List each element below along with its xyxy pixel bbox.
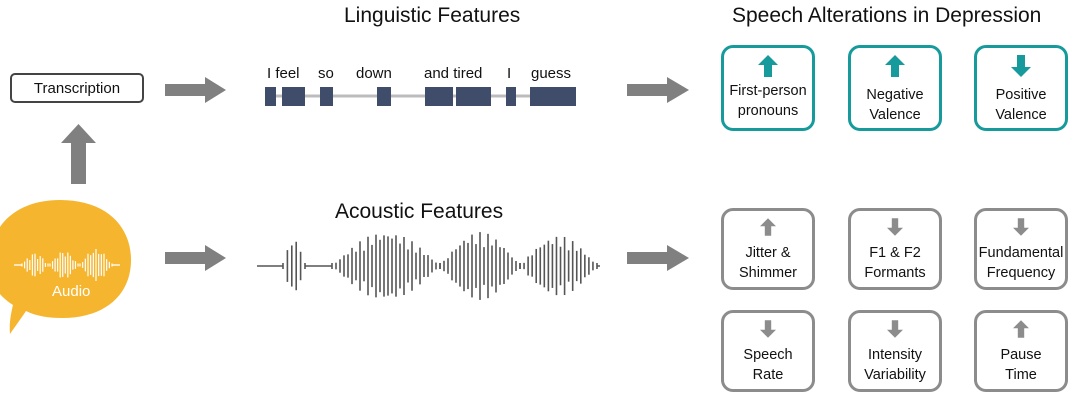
- acoustic-waveform: [257, 232, 600, 300]
- arrow-down-icon: [1013, 218, 1029, 236]
- arrow-up-audio-to-transcription: [61, 124, 96, 184]
- token-bar: [530, 87, 576, 106]
- token-bar: [425, 87, 453, 106]
- token-bar: [456, 87, 491, 106]
- alteration-label-line1: Intensity: [868, 347, 922, 363]
- arrow-transcription-to-linguistic: [165, 77, 226, 103]
- alteration-label-line2: Formants: [864, 265, 926, 281]
- token-bar: [506, 87, 516, 106]
- alteration-label-line1: Pause: [1000, 347, 1042, 363]
- arrow-acoustic-to-alterations: [627, 245, 689, 271]
- token-timeline: [265, 87, 576, 106]
- token-bar: [265, 87, 276, 106]
- alteration-intensity-variability: Intensity Variability: [848, 310, 942, 392]
- alteration-label-line1: Negative: [866, 87, 924, 103]
- alteration-label-line2: Valence: [995, 107, 1047, 123]
- alteration-label-line2: Rate: [752, 367, 784, 383]
- alteration-negative-valence: Negative Valence: [848, 45, 942, 131]
- alteration-label-line2: pronouns: [737, 103, 799, 119]
- token-bar: [282, 87, 305, 106]
- alteration-label-line2: Time: [1005, 367, 1037, 383]
- alteration-first-person-pronouns: First-person pronouns: [721, 45, 815, 131]
- arrow-down-icon: [1011, 55, 1031, 77]
- alteration-label-line1: Speech: [743, 347, 793, 363]
- alteration-label-line1: Positive: [995, 87, 1047, 103]
- audio-label: Audio: [52, 283, 91, 300]
- alteration-label-line2: Shimmer: [738, 265, 797, 281]
- word-label: so: [318, 65, 334, 82]
- alteration-label-line2: Valence: [869, 107, 921, 123]
- word-label: I feel: [267, 65, 300, 82]
- transcription-box: Transcription: [10, 73, 144, 103]
- alteration-label-line1: First-person: [729, 83, 807, 99]
- alteration-fundamental-frequency: Fundamental Frequency: [974, 208, 1068, 290]
- alteration-f1-f2-formants: F1 & F2 Formants: [848, 208, 942, 290]
- arrow-down-icon: [887, 218, 903, 236]
- audio-wave-icon: [14, 249, 120, 281]
- word-label: guess: [531, 65, 572, 82]
- arrow-down-icon: [887, 320, 903, 338]
- alteration-positive-valence: Positive Valence: [974, 45, 1068, 131]
- alteration-label-line1: Fundamental: [978, 245, 1064, 261]
- alteration-jitter-shimmer: Jitter & Shimmer: [721, 208, 815, 290]
- word-label: I: [507, 65, 512, 82]
- alteration-label-line1: F1 & F2: [869, 245, 921, 261]
- word-label: and tired: [424, 65, 483, 82]
- alteration-label-line1: Jitter &: [745, 245, 791, 261]
- arrow-down-icon: [760, 320, 776, 338]
- transcription-label: Transcription: [33, 79, 121, 97]
- arrow-up-icon: [1013, 320, 1029, 338]
- word-label: down: [356, 65, 392, 82]
- arrow-up-icon: [760, 218, 776, 236]
- token-bar: [377, 87, 391, 106]
- arrow-up-icon: [885, 55, 905, 77]
- arrow-up-icon: [758, 55, 778, 77]
- acoustic-features-title: Acoustic Features: [335, 200, 504, 223]
- arrow-audio-to-acoustic: [165, 245, 226, 271]
- speech-alterations-title: Speech Alterations in Depression: [732, 4, 1042, 27]
- arrow-linguistic-to-alterations: [627, 77, 689, 103]
- linguistic-features-title: Linguistic Features: [344, 4, 521, 27]
- alteration-pause-time: Pause Time: [974, 310, 1068, 392]
- token-bar: [320, 87, 333, 106]
- audio-bubble: [0, 200, 131, 334]
- alteration-speech-rate: Speech Rate: [721, 310, 815, 392]
- alteration-label-line2: Frequency: [986, 265, 1056, 281]
- alteration-label-line2: Variability: [864, 367, 926, 383]
